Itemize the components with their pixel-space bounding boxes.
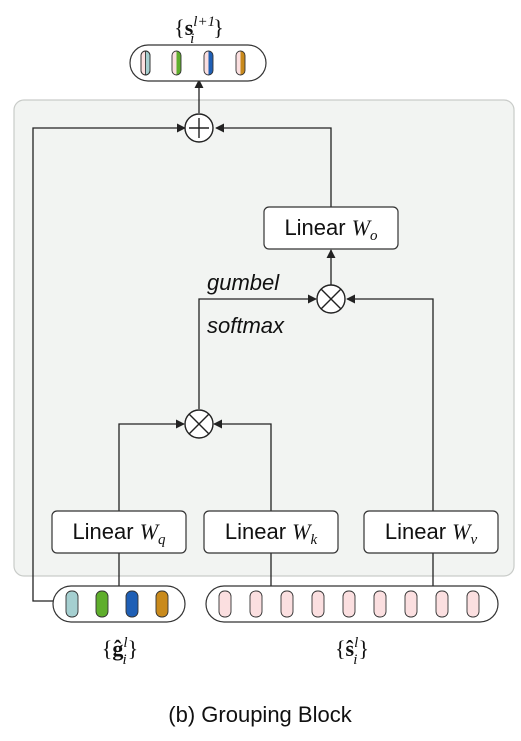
circle-times-icon [188, 413, 210, 435]
wo-to-add-line [215, 123, 332, 207]
linear-wk-prefix: Linear [225, 519, 292, 544]
segment-token [280, 590, 294, 618]
linear-wo-var: W [352, 215, 372, 240]
linear-wo-prefix: Linear [284, 215, 351, 240]
output-token [140, 50, 151, 76]
attn-to-mult-line [198, 294, 317, 409]
segment-token [311, 590, 325, 618]
linear-wq-prefix: Linear [72, 519, 139, 544]
block-background [13, 99, 515, 577]
segment-token [466, 590, 480, 618]
group-token [65, 590, 79, 618]
segment-token [373, 590, 387, 618]
segment-token [342, 590, 356, 618]
linear-wv-sub: v [470, 532, 477, 548]
figure-caption: (b) Grouping Block [168, 702, 352, 727]
linear-wv-box: Linear Wv [363, 510, 499, 554]
output-token [203, 50, 214, 76]
circle-times-icon [320, 288, 342, 310]
segment-token [435, 590, 449, 618]
group-token [95, 590, 109, 618]
output-multiply-operator [316, 284, 346, 314]
svg-text:Linear Wv: Linear Wv [385, 519, 478, 548]
svg-text:Linear Wk: Linear Wk [225, 519, 318, 548]
linear-wo-box: Linear Wo [263, 206, 399, 250]
linear-wo-sub: o [370, 228, 378, 244]
group-token-container [52, 585, 186, 623]
wv-to-mult-line [346, 294, 434, 511]
linear-wq-box: Linear Wq [51, 510, 187, 554]
segment-token [249, 590, 263, 618]
linear-wk-box: Linear Wk [203, 510, 339, 554]
segment-token-container [205, 585, 499, 623]
gumbel-label: gumbel [207, 270, 280, 295]
svg-text:Linear Wo: Linear Wo [284, 215, 378, 244]
add-operator [184, 113, 214, 143]
group-token [125, 590, 139, 618]
linear-wq-sub: q [158, 532, 166, 548]
wq-to-attn-line [118, 419, 185, 511]
segment-token [218, 590, 232, 618]
wk-to-attn-line [213, 419, 272, 511]
softmax-label: softmax [207, 313, 285, 338]
linear-wk-var: W [292, 519, 312, 544]
svg-text:Linear Wq: Linear Wq [72, 519, 166, 548]
linear-wv-prefix: Linear [385, 519, 452, 544]
linear-wv-var: W [452, 519, 472, 544]
linear-wq-var: W [140, 519, 160, 544]
connectors [32, 79, 434, 602]
segment-token [404, 590, 418, 618]
skip-connection-line [32, 123, 186, 602]
output-token [171, 50, 182, 76]
output-token-container [129, 44, 267, 82]
circle-plus-icon [189, 118, 209, 138]
linear-wk-sub: k [310, 532, 317, 548]
output-token [235, 50, 246, 76]
group-token [155, 590, 169, 618]
attention-multiply-operator [184, 409, 214, 439]
